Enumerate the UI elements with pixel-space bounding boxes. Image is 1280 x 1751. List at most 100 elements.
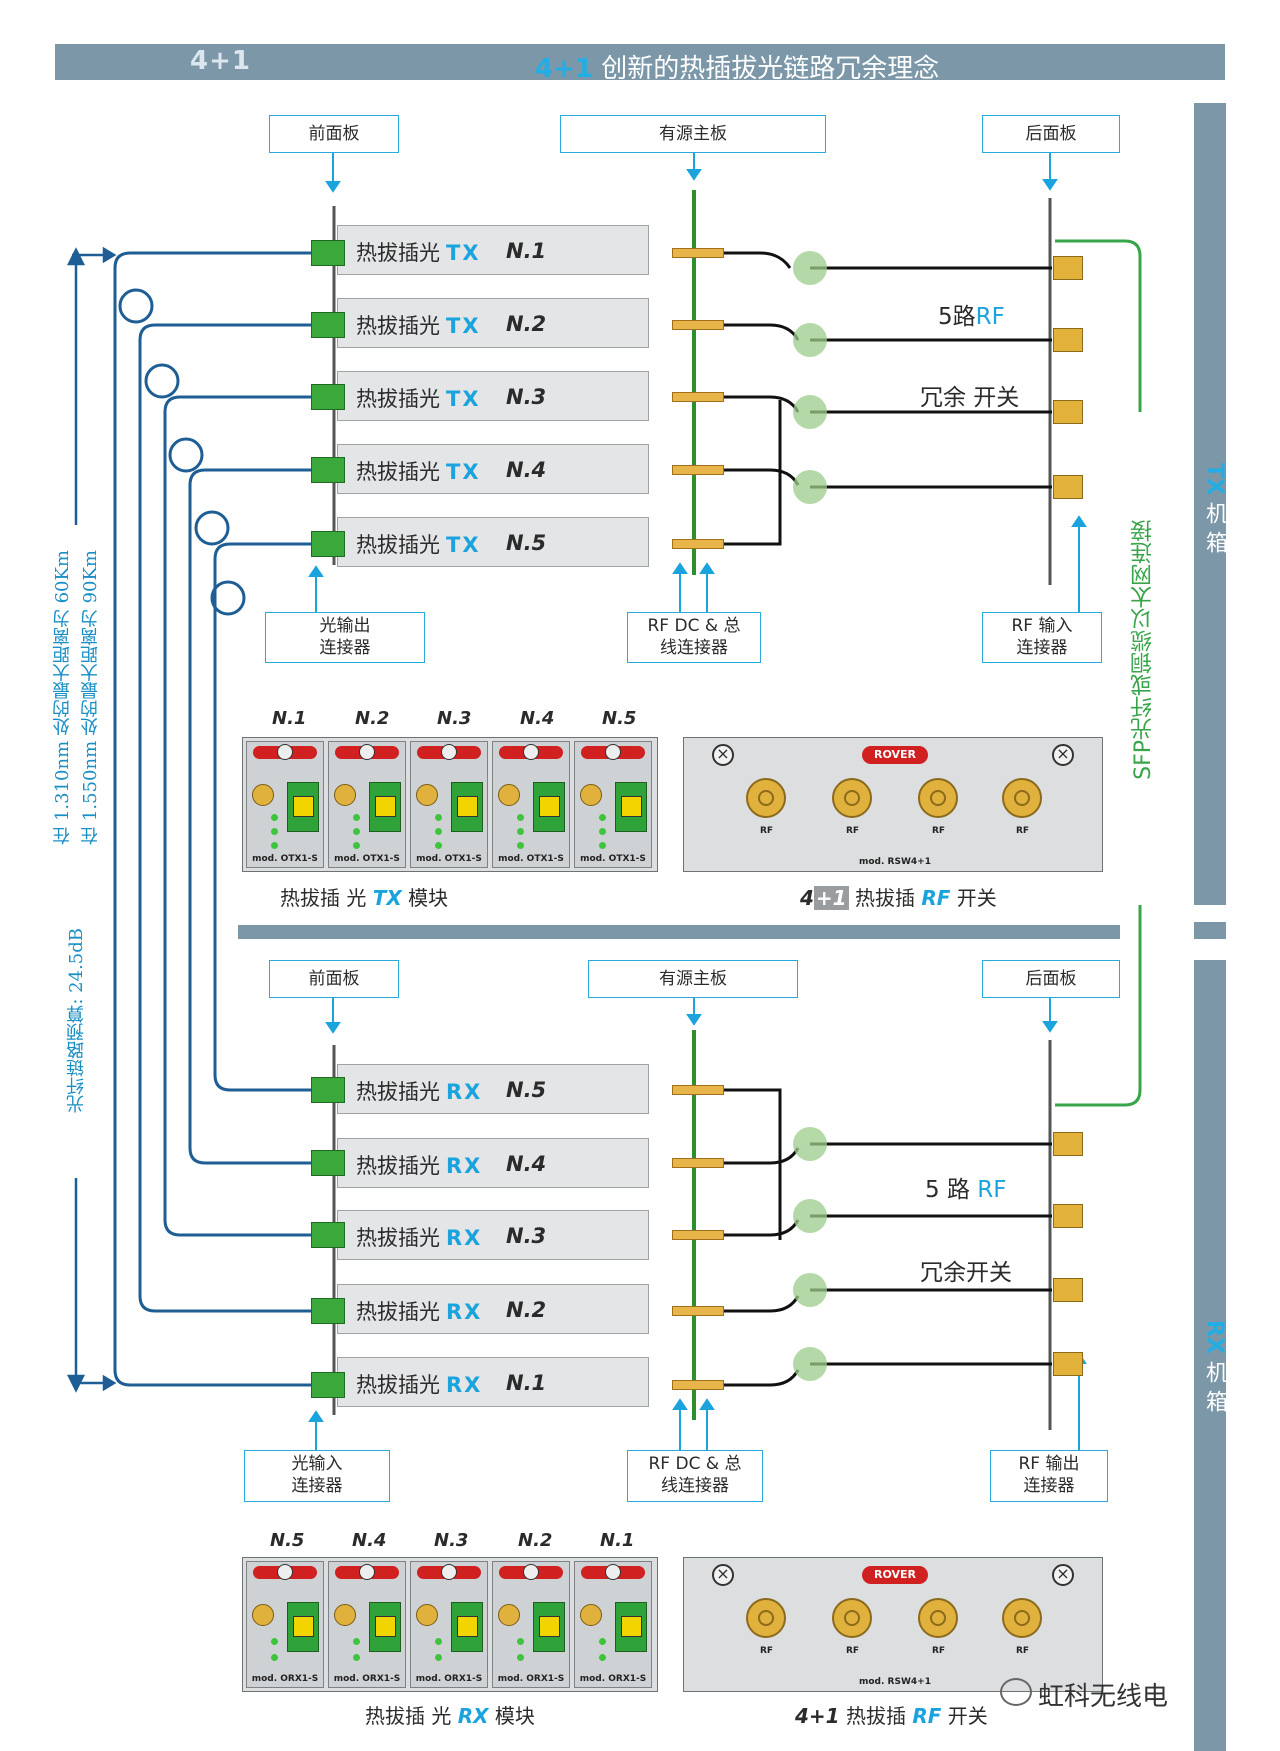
rf-connector-icon	[832, 778, 872, 818]
rx-module-model: mod. ORX1-S	[415, 1674, 483, 1684]
tx-rf-caption-b: 热拔插	[848, 886, 922, 910]
screw-icon	[277, 1564, 293, 1580]
monitor-connector	[580, 784, 602, 806]
led-icon	[517, 828, 524, 835]
laser-warning-icon	[539, 796, 560, 817]
optic-out-port	[615, 782, 647, 832]
rx-rf-caption: 4+1 热拔插 RF 开关	[795, 1700, 988, 1729]
rx-rf-switch-panel: × × ROVER RF RF RF RF mod. RSW4+1	[683, 1557, 1103, 1692]
optic-out-port	[451, 782, 483, 832]
rx-switch-count-text: 5 路	[925, 1177, 978, 1203]
rf-connector-icon	[746, 1598, 786, 1638]
callout-arrows	[308, 153, 1087, 1452]
sfp-link-bottom	[1055, 905, 1142, 1107]
tx-module: mod. OTX1-S	[410, 741, 488, 868]
rx-rf-port	[1053, 1352, 1083, 1376]
led-icon	[435, 1654, 442, 1661]
tx-module-caption-hl: TX	[372, 886, 402, 910]
tx-bus-connector	[672, 248, 724, 258]
tx-bus-connector-callout: RF DC & 总 线连接器	[627, 612, 761, 663]
led-icon	[517, 814, 524, 821]
optic-out-port	[369, 782, 401, 832]
tx-card-num: N.1	[506, 239, 547, 263]
tx-card-num: N.5	[506, 531, 547, 555]
led-icon	[435, 842, 442, 849]
rx-rf-caption-a: 4+1	[795, 1704, 840, 1728]
led-icon	[353, 828, 360, 835]
tx-rf-port	[1053, 400, 1083, 424]
tx-rf-caption-a: 4	[800, 886, 814, 910]
monitor-connector	[498, 1604, 520, 1626]
rover-logo: ROVER	[862, 1566, 928, 1584]
wechat-icon	[1000, 1678, 1032, 1706]
tx-rf-port	[1053, 256, 1083, 280]
tx-rf-input-callout: RF 输入 连接器	[982, 612, 1102, 663]
tx-module: mod. OTX1-S	[328, 741, 406, 868]
screw-icon: ×	[1052, 744, 1074, 766]
tx-rf-caption-hl: RF	[921, 886, 951, 910]
tx-module-model: mod. OTX1-S	[334, 854, 400, 864]
rx-rf-caption-b: 热拔插	[839, 1704, 913, 1728]
rx-module-num: N.4	[352, 1530, 387, 1551]
tx-card-num: N.3	[506, 385, 547, 409]
rx-bus-connector	[672, 1306, 724, 1316]
screw-icon	[277, 744, 293, 760]
led-icon	[353, 814, 360, 821]
tx-fiber-connector	[311, 531, 345, 557]
rx-module: mod. ORX1-S	[574, 1561, 652, 1688]
rx-card-text: 热拔插光	[356, 1226, 440, 1250]
tx-module-model: mod. OTX1-S	[416, 854, 482, 864]
monitor-connector	[498, 784, 520, 806]
screw-icon: ×	[712, 744, 734, 766]
laser-warning-icon	[293, 796, 314, 817]
rf-port-label: RF	[1016, 1646, 1030, 1656]
rx-chassis-highlight: RX	[1202, 1320, 1227, 1354]
rx-module: mod. ORX1-S	[410, 1561, 488, 1688]
optic-in-port	[533, 1602, 565, 1652]
distance-note-1550: 在 1.550nm 处的最大距离为 90Km	[80, 550, 101, 845]
rx-card-tag: RX	[446, 1154, 483, 1178]
tx-module-num: N.4	[520, 708, 555, 729]
rf-port-label: RF	[932, 826, 946, 836]
rx-card-tag: RX	[446, 1226, 483, 1250]
tx-card-tag: TX	[446, 314, 481, 338]
tx-rf-switch-panel: × × ROVER RF RF RF RF mod. RSW4+1	[683, 737, 1103, 872]
rf-port-label: RF	[846, 1646, 860, 1656]
tx-module-model: mod. OTX1-S	[498, 854, 564, 864]
watermark: 虹科无线电	[1038, 1682, 1169, 1712]
led-icon	[271, 842, 278, 849]
rx-fiber-connector	[311, 1298, 345, 1324]
led-icon	[599, 814, 606, 821]
rx-rf-output-line1: RF 输出	[1018, 1454, 1080, 1474]
rx-rf-output-callout: RF 输出 连接器	[990, 1450, 1108, 1502]
laser-warning-icon	[621, 796, 642, 817]
rx-backplane-callout: 有源主板	[588, 960, 798, 998]
tx-module-num: N.3	[437, 708, 472, 729]
rf-connector-icon	[1002, 778, 1042, 818]
rx-card-num: N.4	[506, 1152, 547, 1176]
header-title-text: 创新的热插拔光链路冗余理念	[592, 54, 940, 84]
tx-rf-caption-gray: +1	[813, 886, 849, 910]
tx-rf-port	[1053, 475, 1083, 499]
led-icon	[517, 1638, 524, 1645]
tx-module: mod. OTX1-S	[246, 741, 324, 868]
monitor-connector	[416, 784, 438, 806]
rx-rf-port	[1053, 1204, 1083, 1228]
rf-connector-icon	[746, 778, 786, 818]
rx-module-caption-b: 模块	[488, 1704, 535, 1728]
rx-rf-caption-c: 开关	[941, 1704, 988, 1728]
rx-rf-wiring	[715, 1088, 1052, 1387]
rx-rf-port	[1053, 1132, 1083, 1156]
rf-panel-model: mod. RSW4+1	[859, 857, 931, 867]
fiber-patch-cables	[113, 251, 312, 1387]
rx-chassis-bar: RX 机 箱	[1194, 960, 1227, 1751]
rx-bus-connector	[672, 1085, 724, 1095]
led-icon	[435, 814, 442, 821]
tx-rf-caption-c: 开关	[950, 886, 997, 910]
led-icon	[599, 1654, 606, 1661]
rx-input-line2: 连接器	[291, 1476, 343, 1496]
